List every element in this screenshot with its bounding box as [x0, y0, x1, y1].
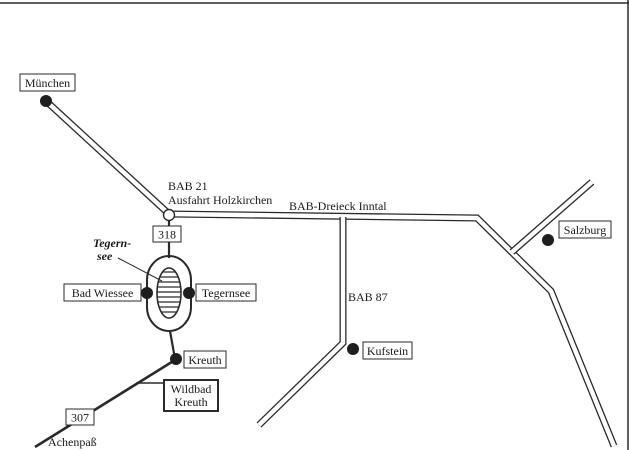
city-dot-muenchen: [40, 95, 52, 107]
label-bad-wiessee: Bad Wiessee: [72, 286, 134, 300]
junction-holzkirchen-marker: [162, 208, 176, 222]
label-box-kufstein: [362, 341, 413, 360]
label-bab21: BAB 21: [168, 179, 208, 193]
label-wildbad-line2: Kreuth: [174, 395, 207, 409]
label-ausfahrt-holzkirchen: Ausfahrt Holzkirchen: [168, 193, 272, 207]
label-muenchen: München: [25, 76, 70, 90]
label-lake-line1: Tegern-: [93, 236, 131, 250]
label-box-salzburg: [558, 220, 612, 239]
city-dot-salzburg: [542, 234, 554, 246]
autobahn-salzburg-branch: [509, 179, 595, 255]
city-dot-tegernsee: [183, 287, 195, 299]
road-number-318: 318: [158, 228, 176, 242]
label-achenpass: Achenpaß: [48, 435, 97, 449]
label-kufstein: Kufstein: [367, 344, 408, 358]
road-number-box-318: [152, 225, 182, 243]
label-lake-line2: see: [96, 249, 113, 263]
label-box-bad-wiessee: [63, 283, 142, 302]
label-box-muenchen: [19, 73, 76, 92]
autobahn-a8-west: [43, 98, 172, 217]
autobahn-bab87: [256, 217, 347, 428]
label-salzburg: Salzburg: [564, 223, 606, 237]
label-box-tegernsee-town: [195, 283, 257, 302]
lake-tegernsee: [156, 267, 182, 319]
label-tegernsee-town: Tegernsee: [202, 286, 250, 300]
label-box-wildbad-kreuth: [163, 379, 219, 412]
label-bab-dreieck-inntal: BAB-Dreieck Inntal: [289, 199, 387, 213]
label-bab87: BAB 87: [348, 290, 388, 304]
city-dot-kreuth: [170, 353, 182, 365]
road-number-box-307: [65, 408, 95, 426]
road-307: [34, 358, 176, 449]
city-dot-kufstein: [347, 343, 359, 355]
lake-pointer-line: [117, 257, 163, 282]
road-number-307: 307: [71, 411, 89, 425]
label-kreuth: Kreuth: [188, 353, 221, 367]
city-dot-bad-wiessee: [141, 287, 153, 299]
label-wildbad-line1: Wildbad: [171, 382, 212, 396]
label-box-kreuth: [183, 350, 227, 369]
autobahn-a8-east: [168, 210, 618, 448]
